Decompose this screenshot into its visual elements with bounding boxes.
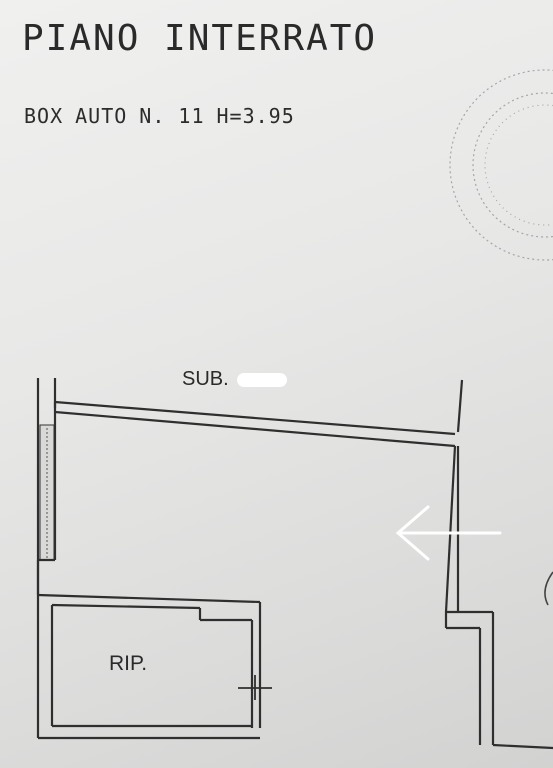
box-number: N. 11	[139, 104, 205, 128]
arrow-left-icon	[395, 505, 502, 561]
storage-room-walls	[36, 558, 262, 740]
box-info: BOX AUTO N. 11 H=3.95	[24, 104, 307, 128]
stamp-seal	[449, 69, 553, 261]
subunit-text: SUB.	[182, 368, 229, 390]
left-column-hatch	[39, 424, 55, 561]
height-label: H=3.95	[216, 104, 295, 128]
storage-room-label: RIP.	[109, 652, 148, 675]
box-label: BOX	[24, 104, 64, 128]
redaction-mark	[236, 372, 287, 387]
auto-label: AUTO	[75, 104, 128, 128]
floor-title: PIANO INTERRATO	[22, 18, 378, 59]
subunit-label: SUB.	[182, 368, 287, 391]
right-wall	[444, 379, 495, 745]
bottom-wall	[492, 743, 553, 750]
top-wall	[53, 400, 456, 448]
door-mark	[238, 675, 272, 700]
right-edge-curve	[544, 571, 553, 606]
